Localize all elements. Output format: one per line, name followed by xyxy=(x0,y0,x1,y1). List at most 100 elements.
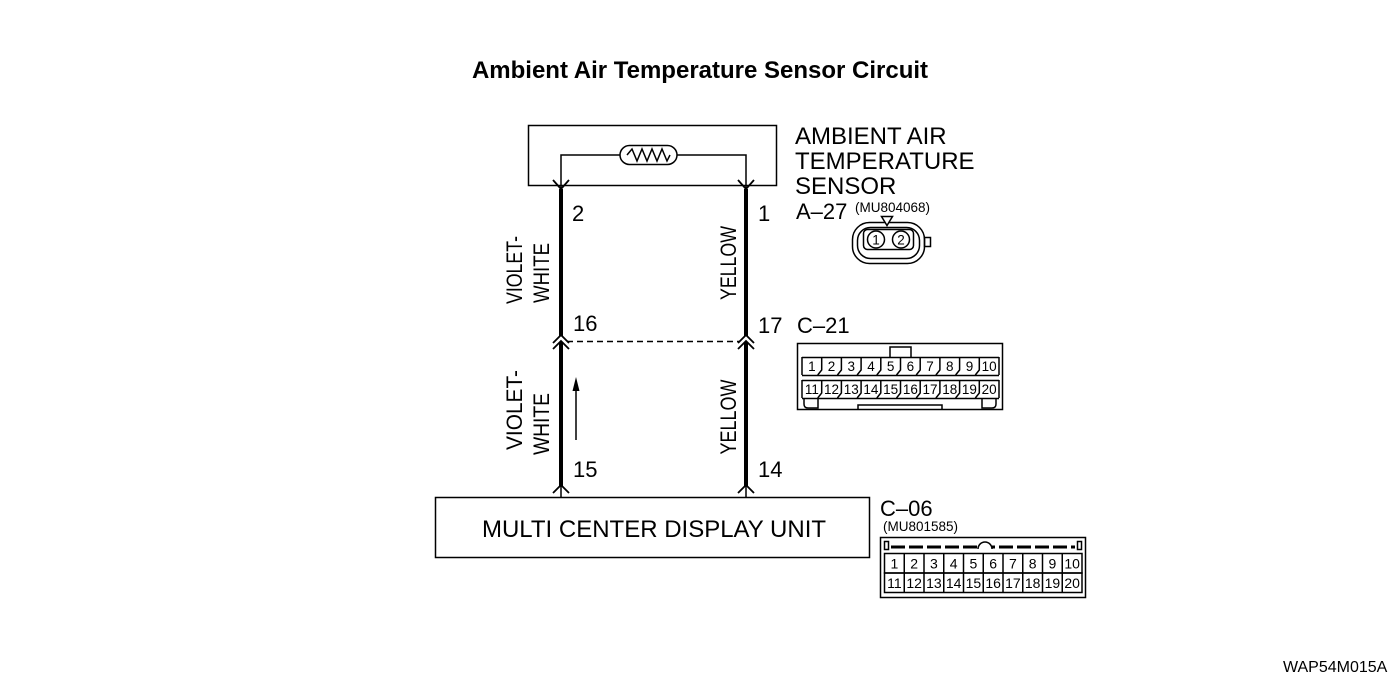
left-junction-pin: 16 xyxy=(573,311,597,336)
sensor-internal-lead-left xyxy=(560,154,620,189)
cavity-separator xyxy=(836,357,843,376)
left-unit-pin: 15 xyxy=(573,457,597,482)
connector-pin-circle xyxy=(866,230,886,249)
unit-connector-pin-number: 2 xyxy=(910,556,918,572)
unit-connector-pin-number: 20 xyxy=(1064,575,1080,591)
connector-orientation-mark xyxy=(880,215,894,227)
junction-connector-pin-number: 6 xyxy=(907,359,915,374)
figure-id: WAP54M015A xyxy=(1283,659,1388,676)
connector-pin-number: 2 xyxy=(897,233,905,248)
unit-connector-pin-number: 11 xyxy=(887,575,902,591)
junction-connector-pin-number: 20 xyxy=(982,382,997,397)
display-unit-name: MULTI CENTER DISPLAY UNIT xyxy=(482,516,826,543)
thermistor-capsule xyxy=(619,144,678,166)
junction-connector-foot-right xyxy=(981,398,997,409)
unit-connector-pin-number: 15 xyxy=(966,575,982,591)
cavity-separator xyxy=(895,380,902,399)
unit-connector-id: C–06 xyxy=(880,496,933,521)
left-lower-wire-color-line-1: VIOLET- xyxy=(502,370,527,450)
diagram-title: Ambient Air Temperature Sensor Circuit xyxy=(472,57,928,84)
junction-connector-pin-number: 7 xyxy=(926,359,934,374)
junction-connector-pin-number: 18 xyxy=(942,382,957,397)
cavity-separator xyxy=(955,357,961,376)
cavity-separator xyxy=(974,357,981,376)
junction-connector-foot-left xyxy=(803,398,819,409)
cavity-separator xyxy=(935,380,941,399)
connector-pin-circle xyxy=(891,230,911,249)
junction-connector-id: C–21 xyxy=(797,313,850,338)
junction-connector-pin-number: 9 xyxy=(966,359,974,374)
junction-connector-pin-number: 16 xyxy=(903,382,918,397)
unit-connector-pin-number: 3 xyxy=(930,556,938,572)
thermistor-zigzag xyxy=(626,147,671,163)
unit-connector-pin-number: 17 xyxy=(1005,575,1021,591)
unit-connector-pin-number: 18 xyxy=(1025,575,1041,591)
junction-connector-pin-number: 3 xyxy=(847,359,855,374)
unit-connector-pin-number: 8 xyxy=(1029,556,1037,572)
junction-connector-pin-number: 5 xyxy=(887,359,895,374)
sensor-connector-id: A–27 xyxy=(796,199,847,224)
cavity-separator xyxy=(876,357,882,376)
junction-connector-housing xyxy=(796,342,1004,411)
right-lower-wire-color: YELLOW xyxy=(716,379,741,454)
sensor-name-line-3: SENSOR xyxy=(795,173,896,200)
unit-connector-pin-number: 6 xyxy=(989,556,997,572)
junction-connector-pin-number: 12 xyxy=(824,382,839,397)
multi-center-display-unit: MULTI CENTER DISPLAY UNIT xyxy=(434,496,871,559)
cavity-separator xyxy=(935,357,941,376)
right-unit-pin: 14 xyxy=(758,457,782,482)
unit-terminal-mark xyxy=(737,483,755,494)
unit-connector-pin-number: 1 xyxy=(890,556,898,572)
unit-connector-pin-number: 12 xyxy=(906,575,922,591)
junction-connector-pin-number: 2 xyxy=(828,359,836,374)
connector-pin-number: 1 xyxy=(872,233,880,248)
cavity-separator xyxy=(974,380,981,399)
cavity-separator xyxy=(856,380,862,399)
unit-connector-pin-number: 13 xyxy=(926,575,942,591)
junction-connector-pin-number: 1 xyxy=(808,359,816,374)
junction-connector-pin-number: 19 xyxy=(962,382,977,397)
junction-terminal-mark xyxy=(552,333,570,344)
left-lower-wire-color-line-2: WHITE xyxy=(529,393,554,455)
wire-left xyxy=(552,179,570,497)
unit-connector-tab-right xyxy=(1076,540,1083,551)
thermistor-symbol xyxy=(619,144,678,166)
sensor-name-line-2: TEMPERATURE xyxy=(795,148,975,175)
junction-connector-pin-number: 10 xyxy=(982,359,997,374)
connector-pin-block xyxy=(862,228,915,251)
unit-connector-key xyxy=(977,541,993,550)
cavity-separator xyxy=(955,380,961,399)
junction-connector-pin-number: 13 xyxy=(844,382,859,397)
unit-connector-pin-number: 7 xyxy=(1009,556,1017,572)
unit-connector-tab-left xyxy=(883,540,890,551)
junction-connector-bottom-notch xyxy=(857,404,943,410)
current-direction-arrow xyxy=(572,377,580,440)
unit-connector-pin-number: 19 xyxy=(1045,575,1061,591)
unit-connector-housing xyxy=(879,536,1087,599)
left-upper-wire-color-line-1: VIOLET- xyxy=(502,236,527,304)
junction-terminal-mark xyxy=(552,339,570,350)
unit-connector-pin-number: 5 xyxy=(969,556,977,572)
right-upper-wire-color: YELLOW xyxy=(716,226,741,300)
junction-connector-latch xyxy=(889,346,912,357)
junction-connector-pin-number: 8 xyxy=(946,359,954,374)
ambient-air-temperature-sensor xyxy=(527,124,778,189)
sensor-body-outline xyxy=(527,124,778,187)
right-sensor-pin: 1 xyxy=(758,201,770,226)
wire-right xyxy=(737,179,755,497)
left-upper-wire-color-line-2: WHITE xyxy=(529,243,554,303)
display-unit-outline xyxy=(434,496,871,559)
right-junction-pin: 17 xyxy=(758,313,782,338)
unit-terminal-mark xyxy=(552,483,570,494)
cavity-separator xyxy=(915,357,921,376)
junction-connector-pin-number: 4 xyxy=(867,359,875,374)
connector-lock-tab xyxy=(923,236,932,248)
connector-housing-inner xyxy=(856,226,921,260)
cavity-separator xyxy=(817,380,823,399)
cavity-separator xyxy=(915,380,921,399)
cavity-separator xyxy=(817,357,823,376)
junction-connector-pin-number: 14 xyxy=(863,382,879,397)
